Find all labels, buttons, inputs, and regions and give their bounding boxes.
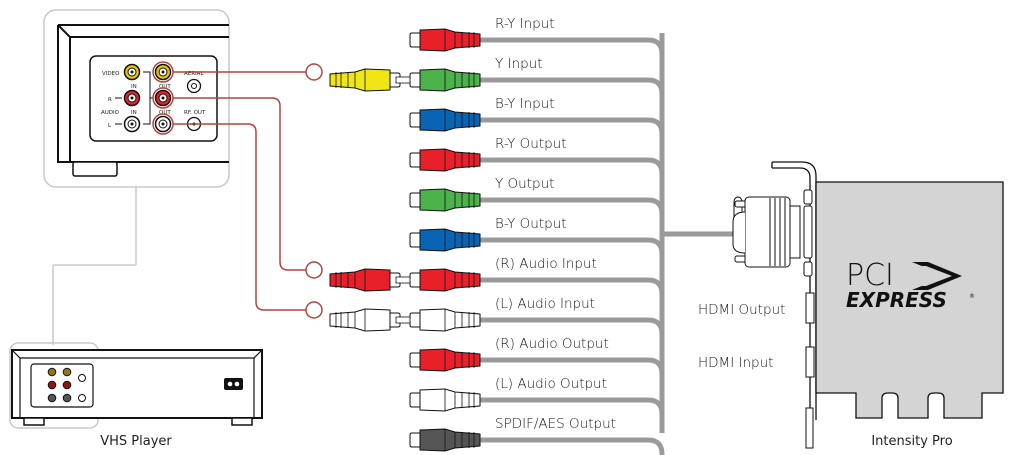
cable-label: (L) Audio Output <box>495 376 607 392</box>
cable-label: B-Y Input <box>495 96 555 112</box>
label-r: R <box>108 97 112 103</box>
label-in-bottom: IN <box>131 110 137 116</box>
cable-label: Y Input <box>495 56 543 72</box>
audio-r-out-jack <box>152 87 174 109</box>
power-socket-icon <box>224 378 243 390</box>
cable-label: (R) Audio Output <box>495 336 609 352</box>
pci-express-logo: PCI EXPRESS ® <box>846 258 975 312</box>
video-out-jack <box>152 61 174 83</box>
cable-y-input: Y Input <box>329 56 665 97</box>
label-in-top: IN <box>131 84 137 90</box>
rca-plug-l-audio-input <box>409 308 481 332</box>
rca-plug-b-y-input <box>409 108 481 132</box>
cable-r-audio-input: (R) Audio Input <box>329 256 665 297</box>
label-out-top: OUT <box>159 84 171 90</box>
cable-spdif-aes-output: SPDIF/AES Output <box>409 416 665 455</box>
rca-plug-r-y-input <box>409 28 481 52</box>
cable-b-y-output: B-Y Output <box>409 216 665 257</box>
label-aerial: AERIAL <box>184 71 204 77</box>
link-audio-r <box>173 97 306 271</box>
rca-plug-y-output <box>409 188 481 212</box>
logo-pci-text: PCI <box>846 258 894 293</box>
link-end-video <box>305 63 323 81</box>
vhs-panel-callout: VIDEO IN OUT AERIAL R AUDIO IN OUT RF. O… <box>43 9 230 345</box>
rca-adapter-y-input <box>329 68 401 92</box>
cable-label: (L) Audio Input <box>495 296 595 312</box>
rca-adapter-l-audio-input <box>329 308 401 332</box>
vhs-player: VHS Player <box>9 342 263 449</box>
logo-express-text: EXPRESS <box>846 288 947 312</box>
logo-registered: ® <box>969 293 975 300</box>
rca-adapter-r-audio-input <box>329 268 401 292</box>
cable-r-audio-output: (R) Audio Output <box>409 336 665 377</box>
label-rf-out: RF. OUT <box>184 110 206 116</box>
audio-l-out-jack <box>152 113 174 135</box>
cable-b-y-input: B-Y Input <box>409 96 665 137</box>
cable-label: (R) Audio Input <box>495 256 597 272</box>
link-end-audio-r <box>305 261 323 279</box>
rca-plug-r-audio-input <box>409 268 481 292</box>
rca-plug-r-y-output <box>409 148 481 172</box>
cable-l-audio-input: (L) Audio Input <box>329 296 665 337</box>
cable-label: R-Y Input <box>495 16 555 32</box>
cable-label: R-Y Output <box>495 136 567 152</box>
cable-y-output: Y Output <box>409 176 665 217</box>
hdmi-output-port <box>805 292 815 324</box>
label-video: VIDEO <box>102 71 120 77</box>
link-end-audio-l <box>305 301 323 319</box>
cable-label: B-Y Output <box>495 216 567 232</box>
cable-r-y-input: R-Y Input <box>409 16 665 57</box>
label-l: L <box>108 123 112 129</box>
cable-l-audio-output: (L) Audio Output <box>409 376 665 417</box>
label-out-bottom: OUT <box>159 110 171 116</box>
video-in-jack <box>123 63 141 81</box>
rca-plug-y-input <box>409 68 481 92</box>
hdmi-input-port <box>805 346 815 378</box>
rca-plug-spdif-aes-output <box>409 428 481 452</box>
link-lines <box>173 63 323 319</box>
hdmi-output-label: HDMI Output <box>698 302 785 318</box>
audio-l-in-jack <box>123 115 141 133</box>
rca-plug-l-audio-output <box>409 388 481 412</box>
rca-plug-b-y-output <box>409 228 481 252</box>
cable-r-y-output: R-Y Output <box>409 136 665 177</box>
cable-label: SPDIF/AES Output <box>495 416 616 432</box>
hdmi-input-label: HDMI Input <box>698 355 773 371</box>
label-audio: AUDIO <box>101 110 120 116</box>
audio-r-in-jack <box>123 89 141 107</box>
intensity-pro-card: PCI EXPRESS ® HDMI Output HDMI Input Int… <box>698 161 1004 449</box>
link-audio-l <box>173 123 306 311</box>
rca-plug-r-audio-output <box>409 348 481 372</box>
intensity-pro-label: Intensity Pro <box>871 434 952 449</box>
cable-label: Y Output <box>495 176 554 192</box>
breakout-connector <box>732 196 801 268</box>
aerial-jack <box>186 78 202 94</box>
vhs-player-label: VHS Player <box>100 434 172 449</box>
